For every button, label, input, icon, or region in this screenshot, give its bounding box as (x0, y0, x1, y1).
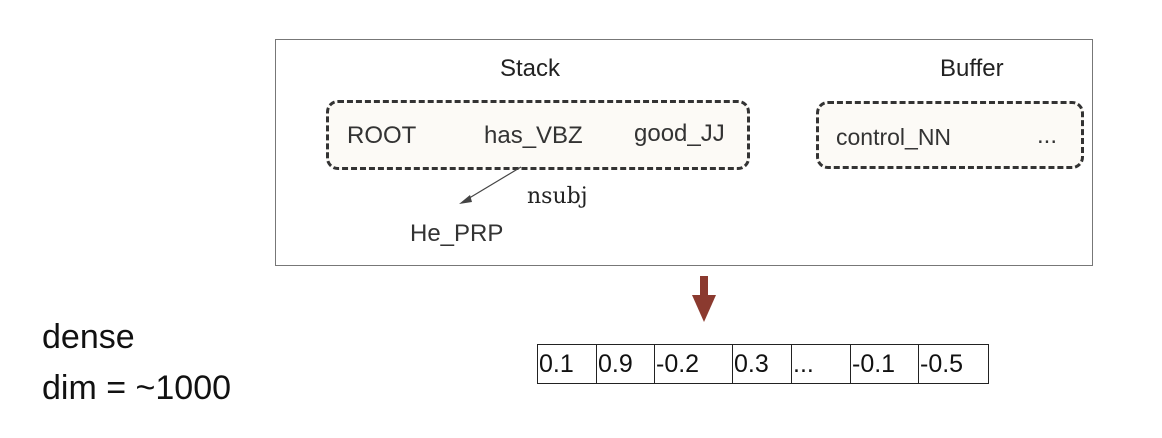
down-arrow-icon (692, 276, 716, 322)
vector-cell: 0.3 (733, 345, 792, 383)
note-dense: dense (42, 318, 135, 356)
buffer-title: Buffer (940, 55, 1004, 82)
vector-cell: 0.1 (538, 345, 597, 383)
feature-vector: 0.1 0.9 -0.2 0.3 ... -0.1 -0.5 (537, 344, 989, 384)
parser-configuration-panel: Stack Buffer ROOT has_VBZ good_JJ contro… (275, 39, 1093, 266)
vector-cell: -0.2 (655, 345, 733, 383)
stack-title: Stack (500, 55, 561, 82)
note-dimension: dim = ~1000 (42, 369, 232, 407)
vector-cell: ... (792, 345, 851, 383)
buffer-box: control_NN ... (816, 101, 1084, 169)
dependent-token-he: He_PRP (410, 220, 504, 247)
buffer-token-control: control_NN (836, 124, 952, 150)
buffer-token-ellipsis: ... (1037, 122, 1058, 149)
dependency-label-nsubj: nsubj (527, 184, 588, 209)
stack-box: ROOT has_VBZ good_JJ (326, 100, 750, 170)
stack-token-good: good_JJ (634, 120, 725, 147)
stack-token-root: ROOT (347, 122, 417, 149)
vector-cell: -0.5 (919, 345, 989, 383)
dependency-arrow (459, 166, 522, 204)
stack-token-has: has_VBZ (484, 122, 583, 149)
vector-cell: 0.9 (597, 345, 655, 383)
vector-cell: -0.1 (851, 345, 919, 383)
